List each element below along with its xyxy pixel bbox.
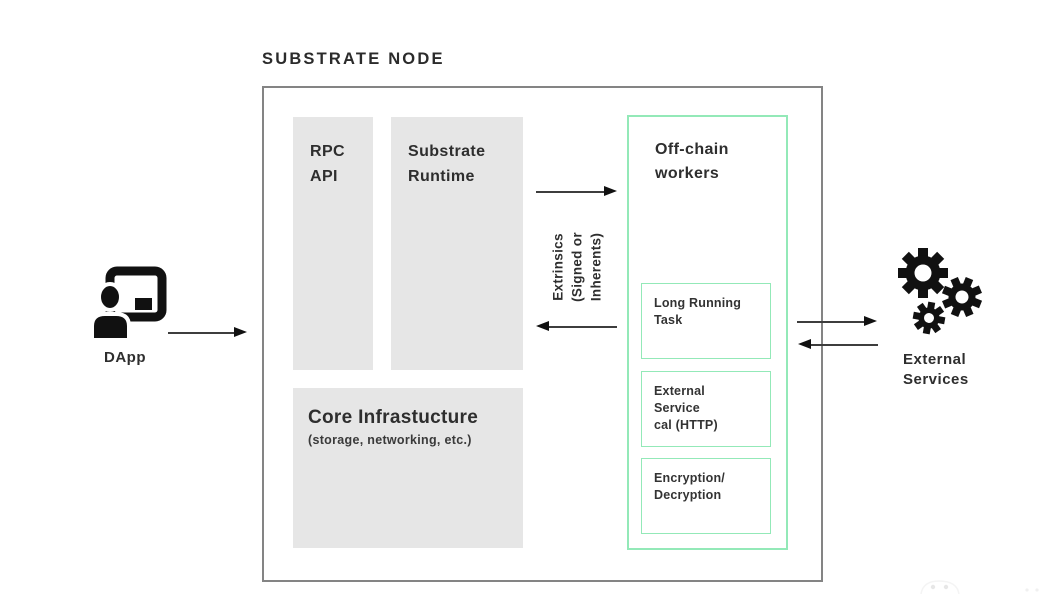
arrow-runtime-to-offchain — [536, 187, 617, 196]
external-services-label: External Services — [903, 351, 969, 388]
core-infrastructure-title: Core Infrastucture — [308, 407, 479, 428]
arrow-node-to-external-services — [797, 317, 877, 326]
offchain-workers-box: Off-chain workers Long Running Task Exte… — [627, 115, 788, 550]
arrow-offchain-to-runtime — [536, 322, 617, 331]
arrow-external-services-to-node — [798, 340, 878, 349]
diagram-title: SUBSTRATE NODE — [262, 50, 445, 68]
dapp-user-presentation-icon — [90, 266, 167, 342]
task-external-service-call: External Service cal (HTTP) — [641, 371, 771, 447]
core-infrastructure-subtitle: (storage, networking, etc.) — [308, 433, 472, 447]
extrinsics-edge-label: Extrinsics (Signed or Inherents) — [550, 232, 604, 302]
task-long-running: Long Running Task — [641, 283, 771, 359]
faint-watermark — [920, 580, 1039, 594]
dapp-label: DApp — [104, 349, 146, 366]
rpc-api-box: RPC API — [293, 117, 373, 370]
rpc-api-label: RPC API — [310, 143, 345, 185]
core-infrastructure-box: Core Infrastucture (storage, networking,… — [293, 388, 523, 548]
substrate-runtime-label: Substrate Runtime — [408, 143, 486, 185]
offchain-workers-title: Off-chain workers — [655, 141, 729, 182]
gears-icon — [898, 248, 983, 335]
arrow-dapp-to-node — [168, 328, 247, 337]
task-encryption-decryption: Encryption/ Decryption — [641, 458, 771, 534]
substrate-runtime-box: Substrate Runtime — [391, 117, 523, 370]
